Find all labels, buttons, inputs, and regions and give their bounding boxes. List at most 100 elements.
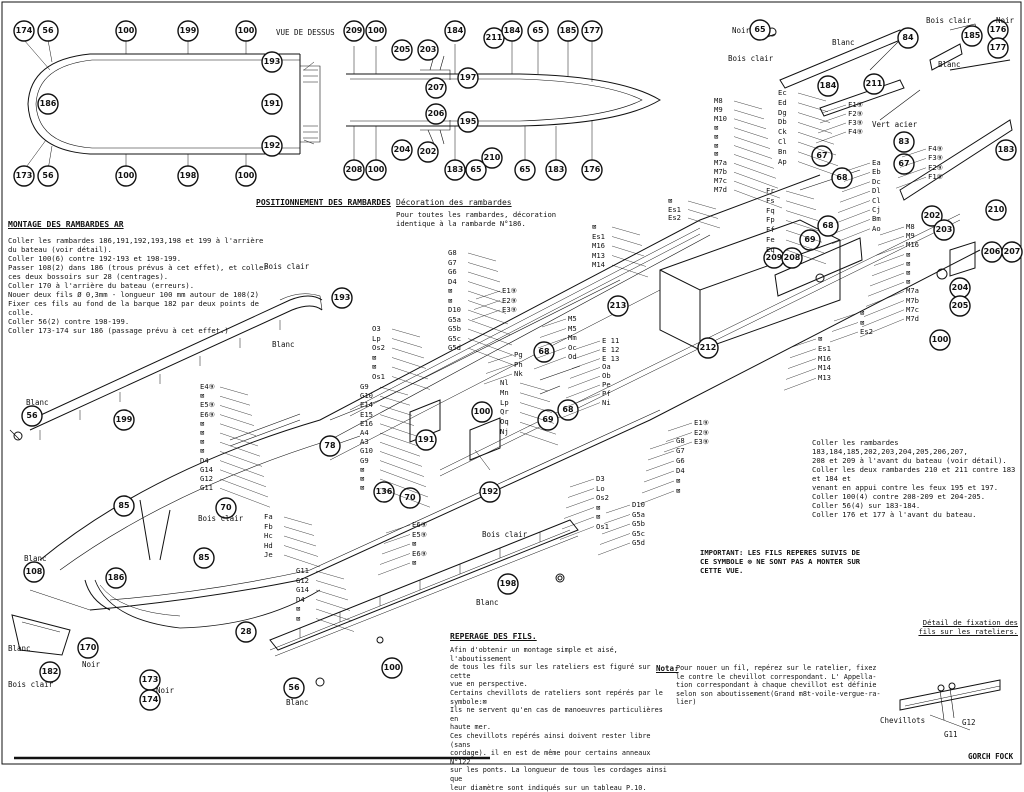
pin-leader-m8r-col-10 (859, 318, 905, 338)
pin-label-left2-col-9: ⊠ (360, 464, 365, 474)
pin-leader-es-col-1 (611, 236, 643, 246)
pin-leader-g-col-5 (467, 300, 507, 314)
pin-leader-ea-col-3 (839, 191, 871, 203)
pin-label-es-col-2: M16 (592, 241, 605, 250)
pin-label-m-col-2: Mm (568, 333, 577, 342)
pin-leader-left2-col-1 (379, 396, 411, 406)
pin-label-g-col-9: G5c (448, 333, 461, 343)
pin-label-d10b-3: G5c (632, 528, 645, 538)
pin-leader-ea-col-2 (841, 181, 871, 192)
rail-199-drawing (29, 293, 323, 440)
label-noir-2: Noir (156, 686, 175, 695)
pin-label-e19a-0: E1⑨ (502, 286, 518, 295)
pin-leader-n-col-2 (519, 402, 553, 413)
view-label: VUE DE DESSUS (276, 28, 335, 37)
plan-top-callout-0-circle (13, 20, 35, 42)
pin-leader-e19b-0 (667, 422, 693, 432)
pin-leader-es2-top-2 (687, 217, 721, 229)
pin-label-n-col-3: Qr (500, 407, 509, 417)
pin-label-es1-low-3: M14 (818, 363, 831, 373)
pin-label-d10b-4: G5d (632, 538, 645, 547)
pin-label-e19b-2: E3⑨ (694, 437, 710, 446)
plan-top-callout-8: 211 (485, 33, 503, 42)
plan-top-callout-7: 184 (446, 26, 464, 35)
label-noir-4: Noir (996, 16, 1015, 25)
pin-leader-d10b-4 (597, 542, 631, 556)
pin-label-d10b-1: G5a (632, 509, 645, 519)
pin-label-left2-col-11: ⊠ (360, 483, 365, 493)
callout-n83-circle (893, 131, 915, 153)
pin-leader-e-col-0 (797, 92, 827, 102)
callout-n56b-circle (283, 677, 305, 699)
callout-n68d-circle (831, 167, 853, 189)
pin-leader-left2-col-0 (379, 386, 409, 396)
pin-leader-e6-col-2 (381, 543, 411, 555)
pin-label-m8-col-1: M9 (714, 104, 723, 114)
plan-top-callout-9-circle (501, 20, 523, 42)
pin-leader-m8r-col-5 (869, 272, 905, 287)
plan-bottom-callout-2: 100 (117, 171, 135, 180)
label-blanc-6: Blanc (476, 598, 499, 607)
pin-leader-m8r-col-2 (875, 245, 905, 256)
pin-label-m8-col-5: ⊠ (714, 140, 719, 150)
assembly-title: MONTAGE DES RAMBARDES AR (8, 220, 124, 229)
pin-label-left-col-1: ⊠ (200, 391, 205, 401)
pin-leader-p-col-0 (487, 354, 513, 364)
pin-label-p-col-0: Pg (514, 350, 523, 359)
callout-n198-circle (497, 573, 519, 595)
label-bois-clair-6: Bois clair (926, 16, 972, 25)
callout-n186: 186 (107, 573, 125, 582)
pin-label-left-col-11: G11 (200, 483, 213, 493)
callout-n68c: 68 (822, 221, 834, 230)
pin-label-left-col-5: ⊠ (200, 428, 205, 437)
plan-top-callout-12: 177 (583, 26, 601, 35)
callout-n209: 209 (765, 253, 783, 262)
plan-bottom-callout-5-circle (343, 159, 365, 181)
pin-leader-d-col-2 (391, 347, 425, 359)
pin-leader-left-col-9 (219, 469, 267, 487)
pin-label-e11-col-6: Pf (602, 388, 611, 398)
pin-leader-e11-col-0 (575, 340, 601, 350)
pin-label-f4-col-3: F1⑨ (928, 172, 944, 182)
plan-top-callout-3: 199 (179, 26, 197, 35)
callout-n204: 204 (951, 283, 969, 292)
pin-label-ea-col-0: Ea (872, 158, 881, 167)
pin-leader-g-col-6 (467, 309, 509, 325)
pin-label-e6-col-2: ⊠ (412, 539, 417, 548)
pin-leader-e11-col-1 (573, 349, 601, 359)
pin-label-left2-col-6: A3 (360, 437, 369, 447)
pin-label-n-col-5: Nj (500, 427, 509, 436)
pin-leader-d10b-3 (599, 533, 631, 545)
plan-mid-callout-4: 203 (419, 45, 437, 54)
pin-leader-e-col-5 (797, 141, 837, 156)
pin-label-d3b-3: ⊠ (596, 502, 601, 512)
plan-mid-callout-7: 206 (427, 109, 445, 118)
plan-bottom-callout-8: 65 (470, 165, 482, 174)
plan-bottom-callout-0: 173 (15, 171, 33, 180)
pin-leader-g11-col-3 (315, 599, 351, 611)
label-bois-clair-3: Bois clair (8, 680, 54, 689)
plan-mid-callout-11: 186 (39, 99, 57, 108)
pin-label-m8r-col-2: M16 (906, 240, 919, 250)
pin-leader-g8b-2 (645, 460, 675, 472)
pin-label-g11-col-3: D4 (296, 594, 305, 604)
label-blanc-4: Blanc (8, 644, 31, 653)
callout-n78-circle (319, 435, 341, 457)
callout-n212-circle (697, 337, 719, 359)
pin-leader-g-col-4 (467, 290, 505, 304)
pin-label-d3b-2: Os2 (596, 493, 609, 502)
pin-leader-d-col-5 (391, 376, 431, 390)
plan-bottom-callout-10-circle (514, 159, 536, 181)
callout-n207: 207 (1003, 247, 1021, 256)
pin-leader-g-col-10 (467, 347, 517, 367)
pin-leader-e6-col-3 (379, 553, 411, 565)
pin-label-fr-col-0: Fr (766, 186, 775, 195)
pin-leader-m8-col-1 (733, 109, 765, 120)
callout-n65: 65 (754, 25, 766, 34)
label-noir-3: Noir (732, 26, 751, 35)
callout-n85b-circle (193, 547, 215, 569)
pin-leader-g8b-5 (639, 490, 675, 505)
pin-label-d3b-4: ⊠ (596, 512, 601, 521)
pin-leader-fr-col-6 (785, 249, 827, 264)
pin-label-g-col-5: ⊠ (448, 295, 453, 305)
